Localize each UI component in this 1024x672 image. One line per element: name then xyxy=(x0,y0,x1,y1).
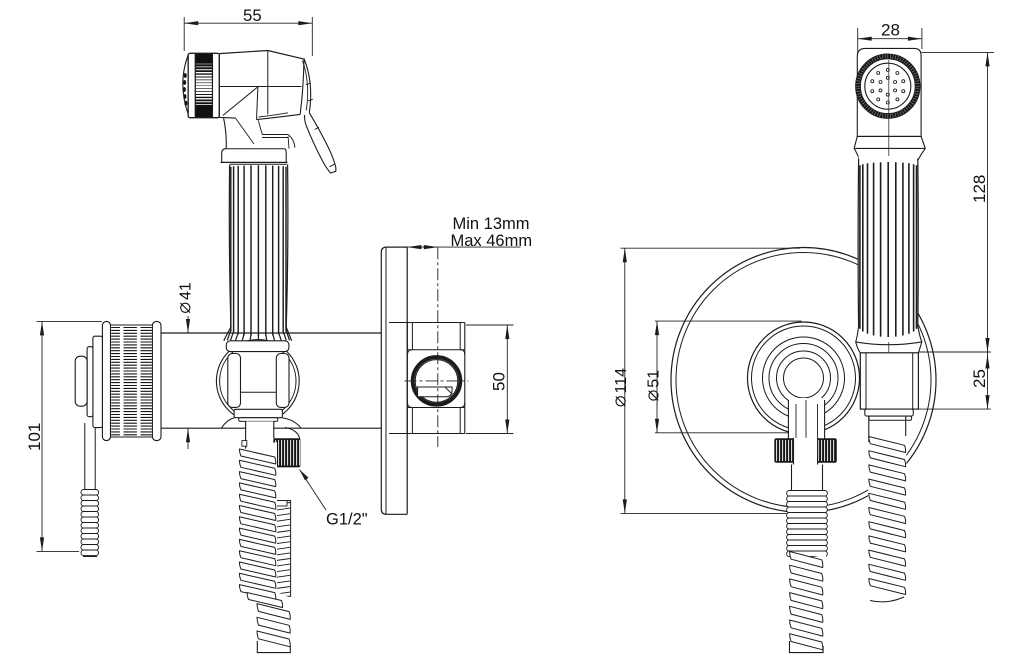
svg-text:G1/2": G1/2" xyxy=(326,511,368,529)
svg-text:50: 50 xyxy=(490,372,509,391)
svg-text:Min 13mm: Min 13mm xyxy=(453,215,530,233)
svg-text:55: 55 xyxy=(243,6,262,25)
svg-text:128: 128 xyxy=(970,175,989,203)
svg-text:Max 46mm: Max 46mm xyxy=(451,232,533,250)
svg-text:25: 25 xyxy=(970,369,989,388)
svg-text:51: 51 xyxy=(646,370,663,388)
svg-text:114: 114 xyxy=(613,368,630,394)
svg-text:101: 101 xyxy=(25,423,44,451)
svg-text:28: 28 xyxy=(881,21,900,40)
svg-text:41: 41 xyxy=(178,282,195,300)
